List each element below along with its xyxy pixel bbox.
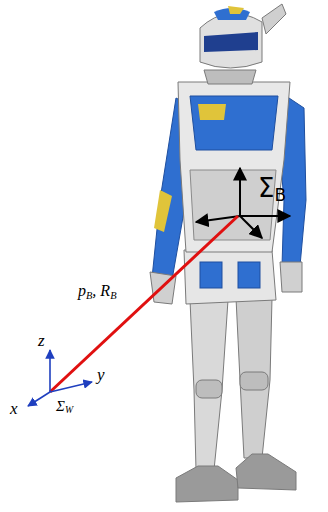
axis-label: z	[38, 332, 45, 351]
frame-label: ΣW	[56, 398, 73, 416]
frame-label: ΣB	[258, 174, 286, 205]
axis-label: y	[97, 366, 105, 385]
vector-label: pB, RB	[78, 282, 117, 301]
axis-label: x	[10, 400, 18, 419]
